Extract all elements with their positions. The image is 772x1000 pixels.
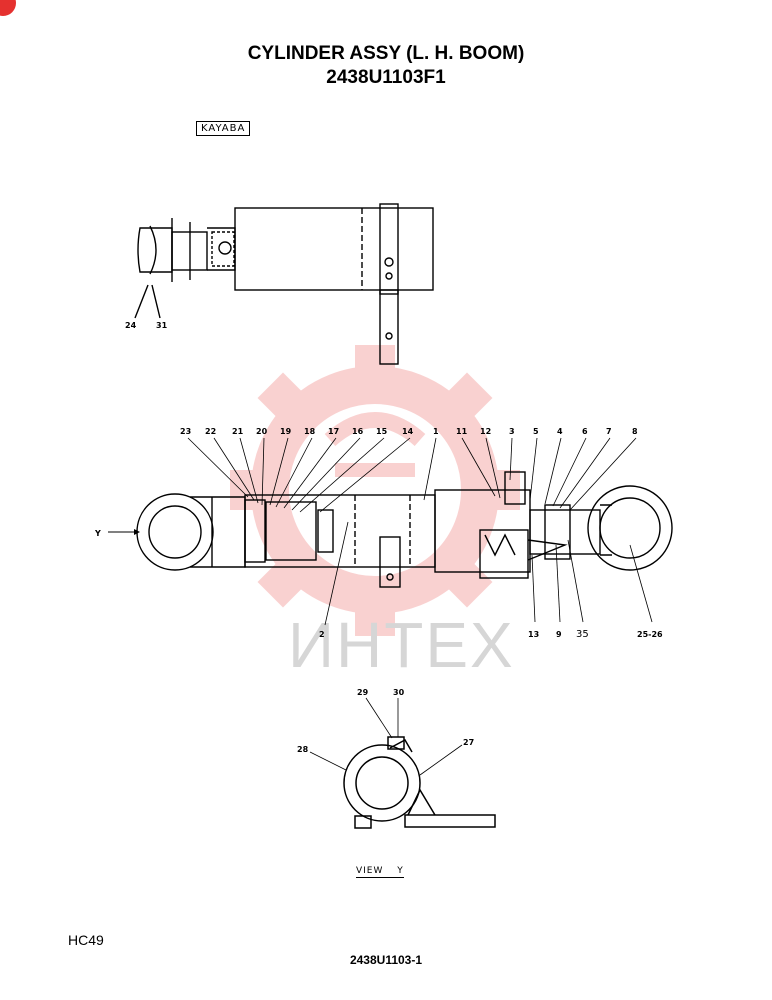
callout-14: 14 [402, 427, 414, 436]
callout-30: 30 [393, 688, 405, 697]
diagram-title: CYLINDER ASSY (L. H. BOOM) [247, 43, 525, 64]
callout-8: 8 [632, 427, 638, 436]
callout-35: 35 [576, 629, 589, 640]
callout-11: 11 [456, 427, 468, 436]
callout-19: 19 [280, 427, 292, 436]
callout-25-26: 25-26 [637, 630, 663, 639]
view-arrow-label: Y [94, 529, 101, 538]
callout-27: 27 [463, 738, 474, 747]
page-code: HC49 [68, 932, 104, 948]
callout-20: 20 [256, 427, 268, 436]
callout-17: 17 [328, 427, 339, 436]
callout-4: 4 [557, 427, 563, 436]
callout-leaders-bottom [324, 521, 653, 626]
view-caption: VIEW Y [356, 866, 404, 878]
watermark-text: ИНТЕХ [288, 609, 515, 681]
document-code: 2438U1103-1 [349, 953, 423, 967]
callout-2: 2 [319, 630, 325, 639]
callouts-main-top: 23 22 21 20 19 18 17 16 15 14 1 11 12 3 … [180, 427, 638, 436]
callout-21: 21 [232, 427, 244, 436]
callout-24: 24 [125, 321, 137, 330]
callout-leaders-view [309, 697, 463, 776]
callout-13: 13 [528, 630, 539, 639]
callout-1: 1 [433, 427, 439, 436]
main-cylinder [136, 471, 673, 588]
callout-18: 18 [304, 427, 316, 436]
callout-22: 22 [205, 427, 216, 436]
brand-label: KAYABA [196, 121, 251, 136]
callout-7: 7 [606, 427, 612, 436]
callout-28: 28 [297, 745, 309, 754]
callout-29: 29 [357, 688, 369, 697]
callout-9: 9 [556, 630, 562, 639]
callout-6: 6 [582, 427, 588, 436]
diagram-part-number: 2438U1103F1 [326, 67, 446, 88]
top-head-view [134, 203, 434, 365]
callout-16: 16 [352, 427, 364, 436]
corner-badge [0, 0, 16, 16]
callout-5: 5 [533, 427, 539, 436]
callout-23: 23 [180, 427, 191, 436]
view-y-drawing [343, 736, 496, 829]
callout-3: 3 [509, 427, 515, 436]
callout-31: 31 [156, 321, 168, 330]
callout-12: 12 [480, 427, 491, 436]
callout-leaders-top [187, 437, 637, 513]
callout-15: 15 [376, 427, 388, 436]
watermark-gear-icon [230, 345, 520, 636]
